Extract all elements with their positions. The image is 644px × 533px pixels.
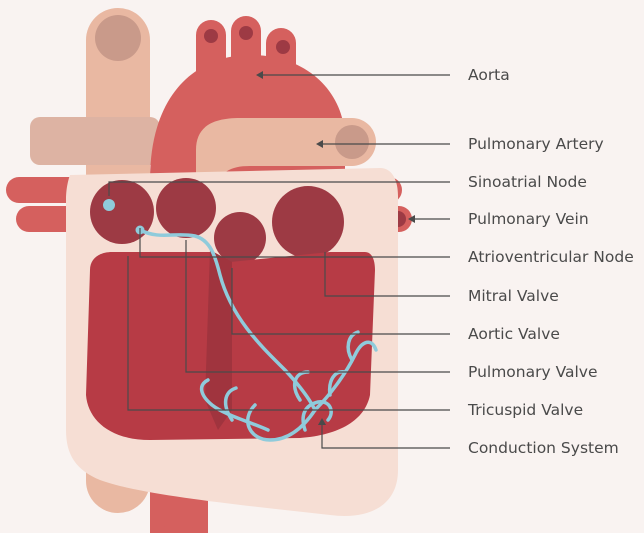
pulmonary-artery-left-branch xyxy=(30,117,160,165)
label-atrioventricular-node: Atrioventricular Node xyxy=(468,248,634,266)
label-tricuspid-valve: Tricuspid Valve xyxy=(468,401,583,419)
label-pulmonary-valve: Pulmonary Valve xyxy=(468,363,598,381)
label-aortic-valve: Aortic Valve xyxy=(468,325,560,343)
label-mitral-valve: Mitral Valve xyxy=(468,287,559,305)
label-pulmonary-vein: Pulmonary Vein xyxy=(468,210,589,228)
label-aorta: Aorta xyxy=(468,66,510,84)
label-sinoatrial-node: Sinoatrial Node xyxy=(468,173,587,191)
label-conduction-system: Conduction System xyxy=(468,439,619,457)
label-pulmonary-artery: Pulmonary Artery xyxy=(468,135,604,153)
